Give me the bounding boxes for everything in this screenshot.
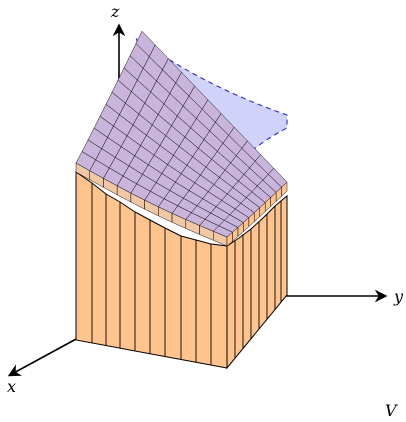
top-cube-grid bbox=[75, 30, 288, 247]
x-axis-label: x bbox=[7, 377, 16, 396]
x-axis bbox=[7, 337, 79, 377]
cube-top-face bbox=[212, 225, 233, 238]
front-bars bbox=[75, 172, 228, 368]
side-bars bbox=[226, 196, 288, 368]
y-axis-label: y bbox=[393, 287, 404, 306]
prism-body bbox=[75, 171, 288, 370]
region-label: V bbox=[385, 401, 398, 420]
z-axis-label: z bbox=[110, 2, 120, 21]
